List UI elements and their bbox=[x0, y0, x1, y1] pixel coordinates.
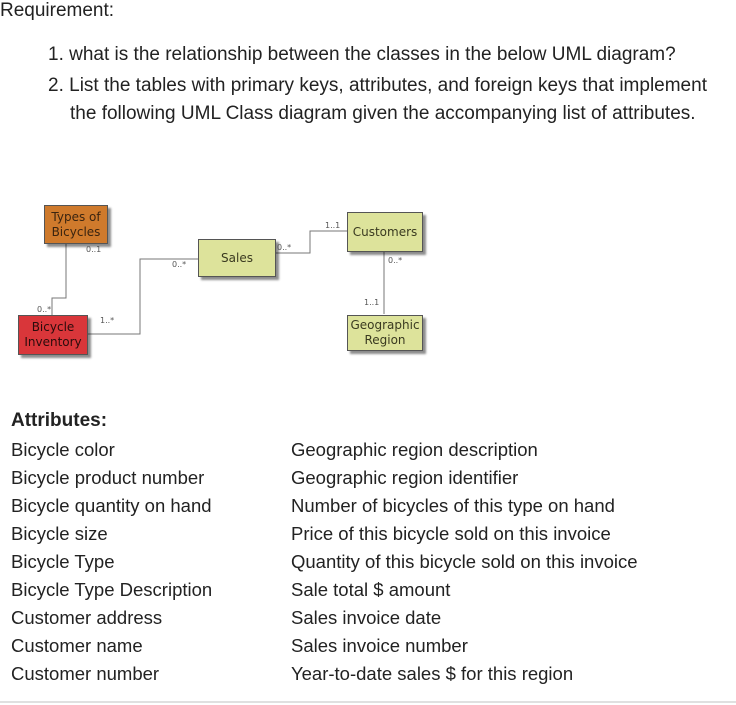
attribute-right: Sales invoice number bbox=[291, 635, 468, 656]
attribute-right: Number of bicycles of this type on hand bbox=[291, 495, 615, 516]
attribute-left: Bicycle color bbox=[11, 439, 115, 460]
association-lines bbox=[51, 230, 385, 335]
attribute-left: Customer number bbox=[11, 663, 160, 684]
mult-inventory-top: 0..* bbox=[37, 305, 52, 314]
requirement-heading: Requirement: bbox=[0, 0, 115, 21]
class-geographic-region: Geographic Region bbox=[347, 315, 423, 351]
attribute-right: Year-to-date sales $ for this region bbox=[291, 663, 574, 684]
attribute-left: Bicycle quantity on hand bbox=[11, 495, 212, 516]
class-customers: Customers bbox=[347, 212, 423, 252]
class-inventory-label: Bicycle Inventory bbox=[24, 320, 82, 349]
mult-types-bottom: 0..1 bbox=[86, 245, 102, 254]
attribute-left: Bicycle Type Description bbox=[11, 579, 213, 600]
attribute-left: Bicycle Type bbox=[11, 551, 115, 572]
sales-customers-link bbox=[276, 230, 347, 254]
question-2-continued: the following UML Class diagram given th… bbox=[70, 103, 696, 124]
uml-class-diagram: Types of Bicycles Bicycle Inventory Sale… bbox=[0, 190, 440, 370]
mult-region-top: 1..1 bbox=[364, 298, 380, 307]
class-sales: Sales bbox=[198, 239, 276, 277]
attribute-right: Quantity of this bicycle sold on this in… bbox=[291, 551, 638, 572]
class-sales-label: Sales bbox=[221, 250, 253, 265]
mult-sales-left: 0..* bbox=[172, 260, 187, 269]
mult-customers-left: 1..1 bbox=[325, 221, 341, 230]
types-inventory-link bbox=[51, 243, 67, 315]
attribute-right: Geographic region description bbox=[291, 439, 538, 460]
mult-sales-right: 0..* bbox=[277, 243, 292, 252]
question-1: 1. what is the relationship between the … bbox=[48, 44, 676, 65]
attribute-right: Sales invoice date bbox=[291, 607, 442, 628]
class-bicycle-inventory: Bicycle Inventory bbox=[18, 315, 88, 355]
class-region-label: Geographic Region bbox=[350, 318, 420, 347]
mult-inventory-right: 1..* bbox=[100, 316, 115, 325]
class-customers-label: Customers bbox=[352, 224, 418, 239]
bottom-divider bbox=[0, 701, 736, 703]
attribute-left: Customer address bbox=[11, 607, 163, 628]
class-types-of-bicycles: Types of Bicycles bbox=[44, 205, 108, 244]
mult-customers-bottom: 0..* bbox=[388, 256, 403, 265]
attribute-left: Bicycle size bbox=[11, 523, 108, 544]
attribute-right: Geographic region identifier bbox=[291, 467, 519, 488]
attribute-left: Customer name bbox=[11, 635, 143, 656]
attributes-heading: Attributes: bbox=[11, 410, 108, 431]
attribute-right: Sale total $ amount bbox=[291, 579, 451, 600]
attribute-right: Price of this bicycle sold on this invoi… bbox=[291, 523, 611, 544]
inventory-sales-link bbox=[88, 258, 198, 335]
class-types-label: Types of Bicycles bbox=[51, 209, 101, 239]
question-2: 2. List the tables with primary keys, at… bbox=[48, 75, 707, 96]
attribute-left: Bicycle product number bbox=[11, 467, 205, 488]
